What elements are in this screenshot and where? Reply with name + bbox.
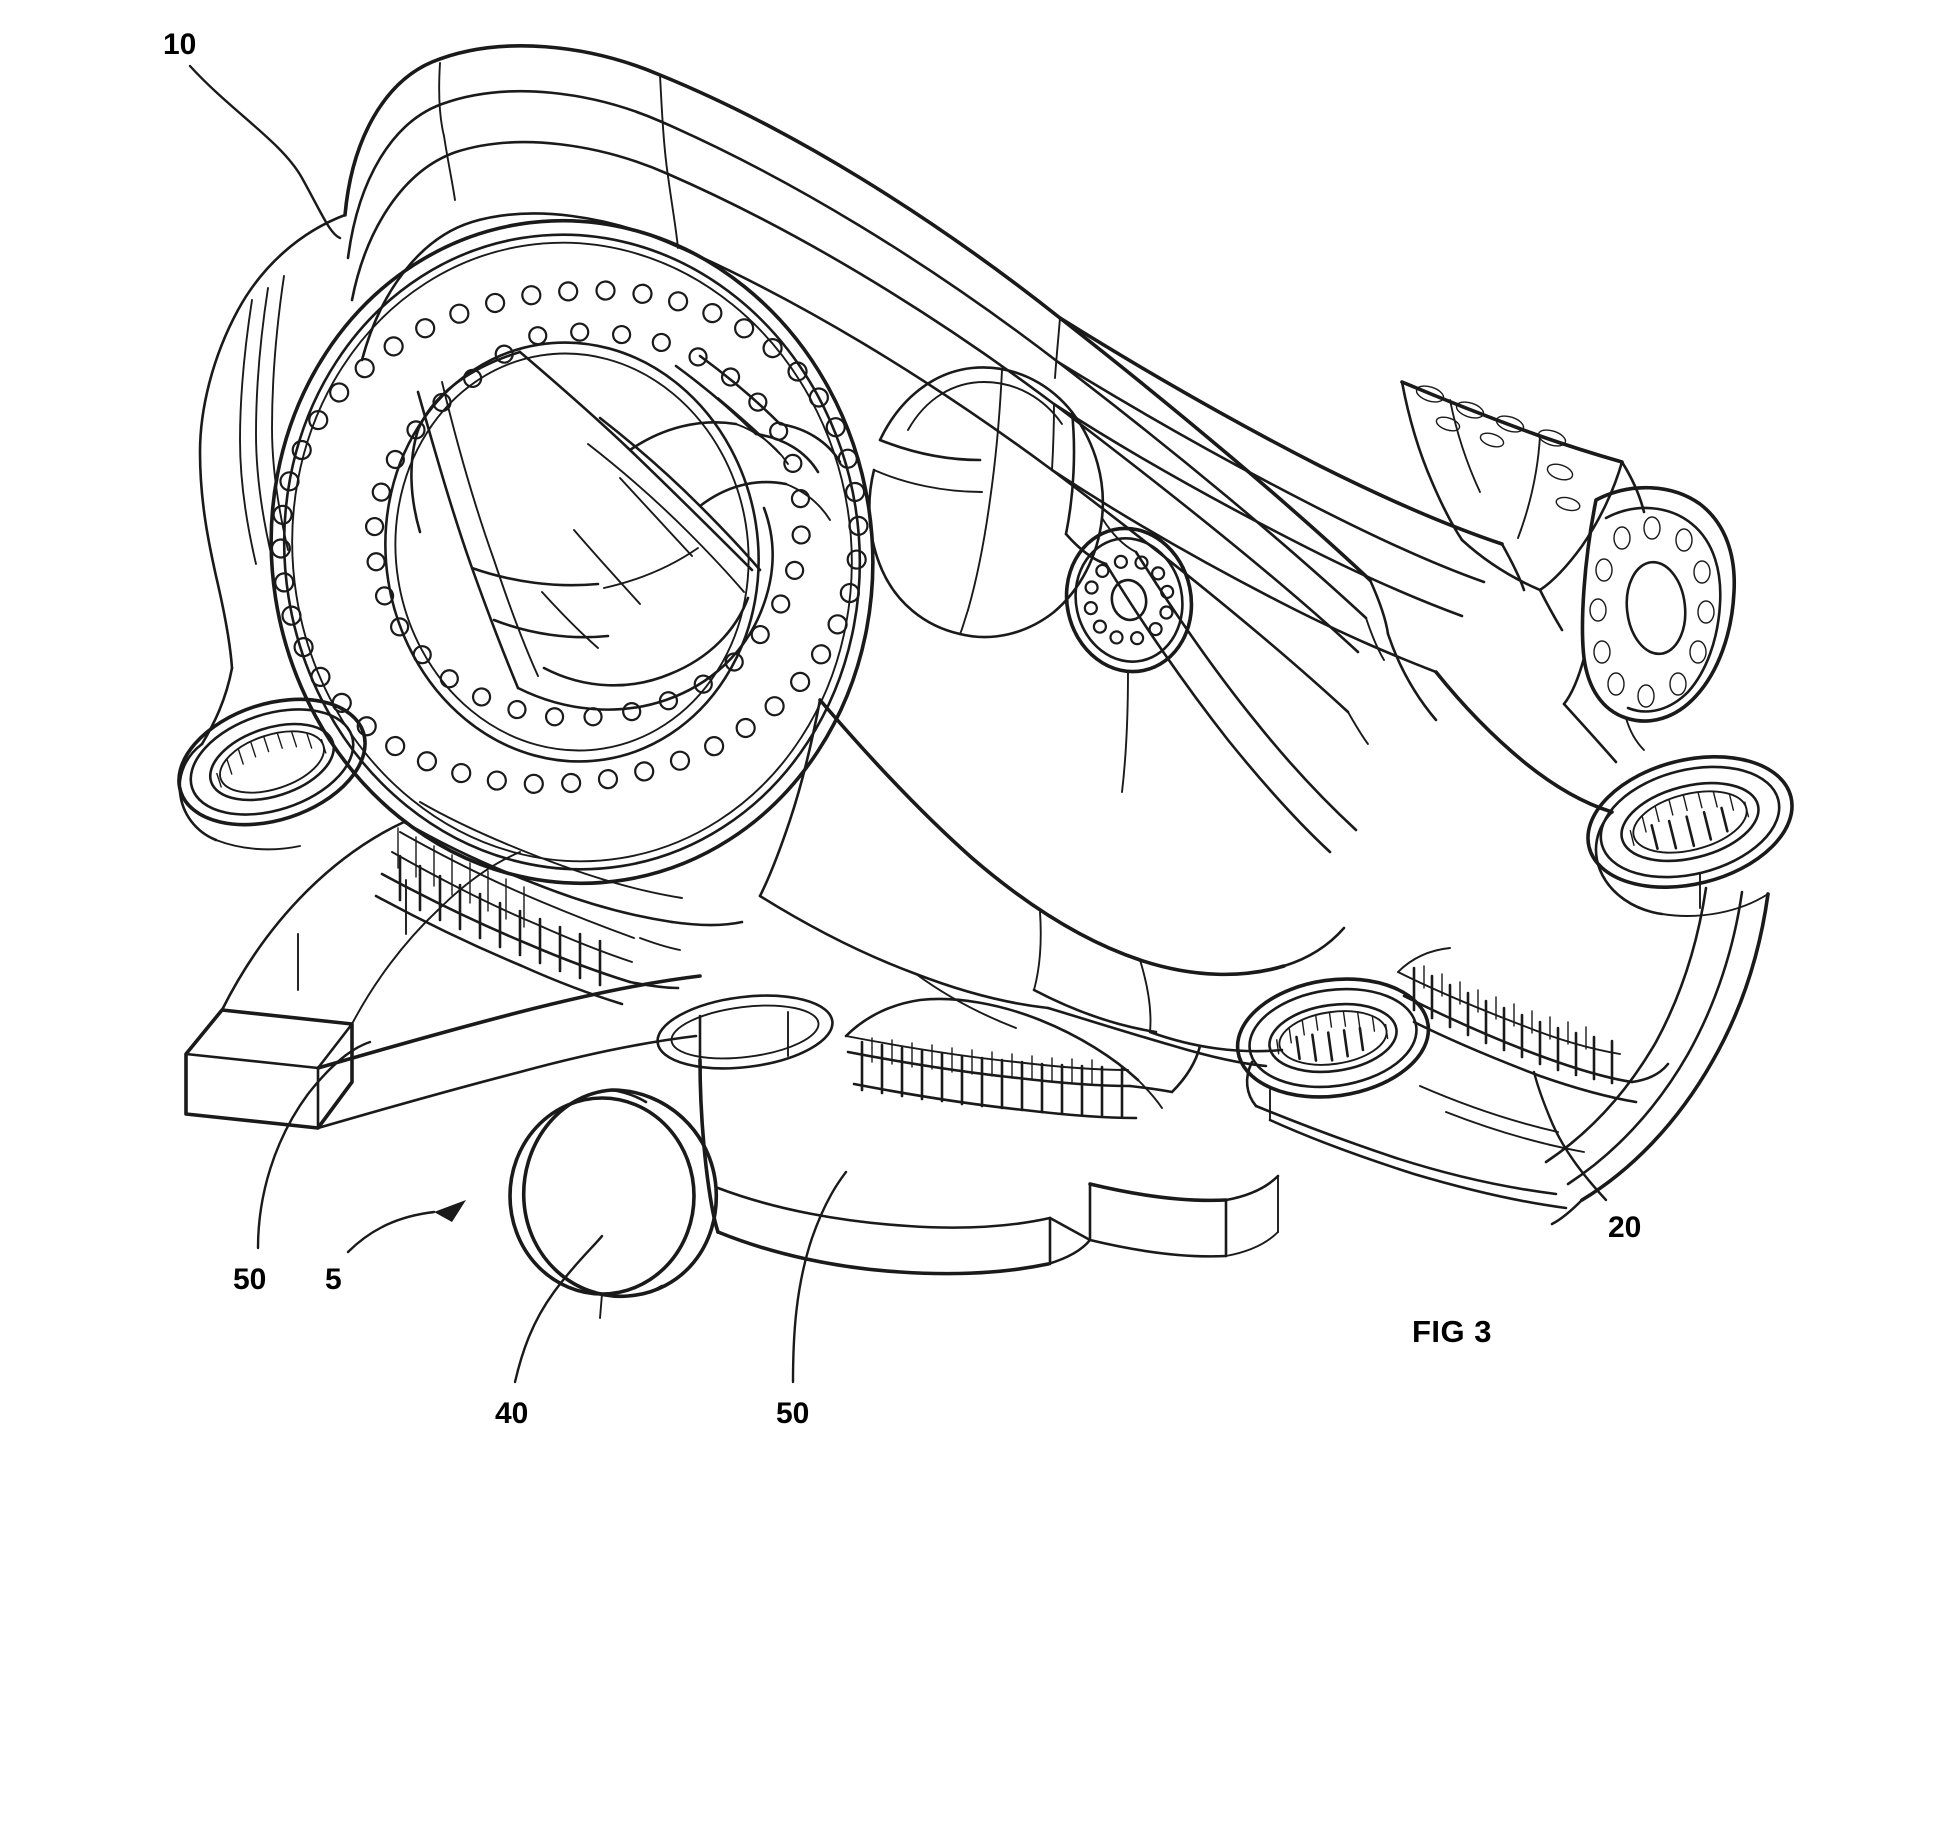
central-casting-body	[758, 698, 1346, 1053]
right-lower-arm	[1254, 886, 1770, 1226]
left-oval-pad	[656, 994, 834, 1070]
right-fins	[1412, 965, 1614, 1085]
leader-lines	[188, 64, 1608, 1384]
right-body-flank	[1104, 550, 1618, 854]
internal-duct-forms	[410, 350, 842, 711]
reference-label-10: 10	[163, 28, 197, 61]
bearing-rollers-lower-right	[1276, 1010, 1389, 1062]
inner-bolt-hole-circle	[364, 322, 811, 727]
reference-label-40: 40	[495, 1397, 529, 1430]
left-fins	[397, 827, 602, 987]
support-arm-left	[184, 820, 702, 1130]
reference-label-50-bottom: 50	[776, 1397, 810, 1430]
reference-label-50-left: 50	[233, 1263, 267, 1296]
rib-array-center	[844, 997, 1202, 1120]
leader-40	[513, 1234, 604, 1384]
right-corner-bolt-flange	[1562, 485, 1737, 751]
leader-5	[346, 1210, 436, 1254]
leader-50-left	[256, 1040, 372, 1250]
center-fins	[860, 1037, 1124, 1118]
bearing-ring-upper-left	[177, 697, 367, 851]
bearing-rollers-left	[216, 731, 327, 788]
arrowhead-5	[434, 1200, 466, 1222]
bearing-rollers-upper-right	[1629, 790, 1750, 850]
leader-20	[1532, 1070, 1608, 1202]
bearing-ring-lower-right	[1235, 977, 1431, 1121]
reference-label-5: 5	[325, 1263, 342, 1296]
figure-caption: FIG 3	[1412, 1314, 1493, 1349]
leader-10	[188, 64, 342, 240]
left-shoulder	[198, 213, 347, 746]
lower-left-skirt	[402, 801, 744, 927]
support-arm-bottom	[698, 1058, 1280, 1276]
rib-array-left	[374, 827, 681, 1006]
leader-50-bottom	[791, 1170, 848, 1384]
bearing-ring-upper-right	[1586, 754, 1794, 917]
outer-bolt-hole-circle	[270, 280, 869, 794]
rib-array-right	[1397, 947, 1670, 1104]
corner-flange-bolts	[1589, 516, 1715, 708]
reference-label-20: 20	[1608, 1211, 1642, 1244]
mid-body-shell	[868, 366, 1105, 639]
body-bottom-edge	[915, 973, 1268, 1068]
cylindrical-boss	[508, 1088, 719, 1319]
